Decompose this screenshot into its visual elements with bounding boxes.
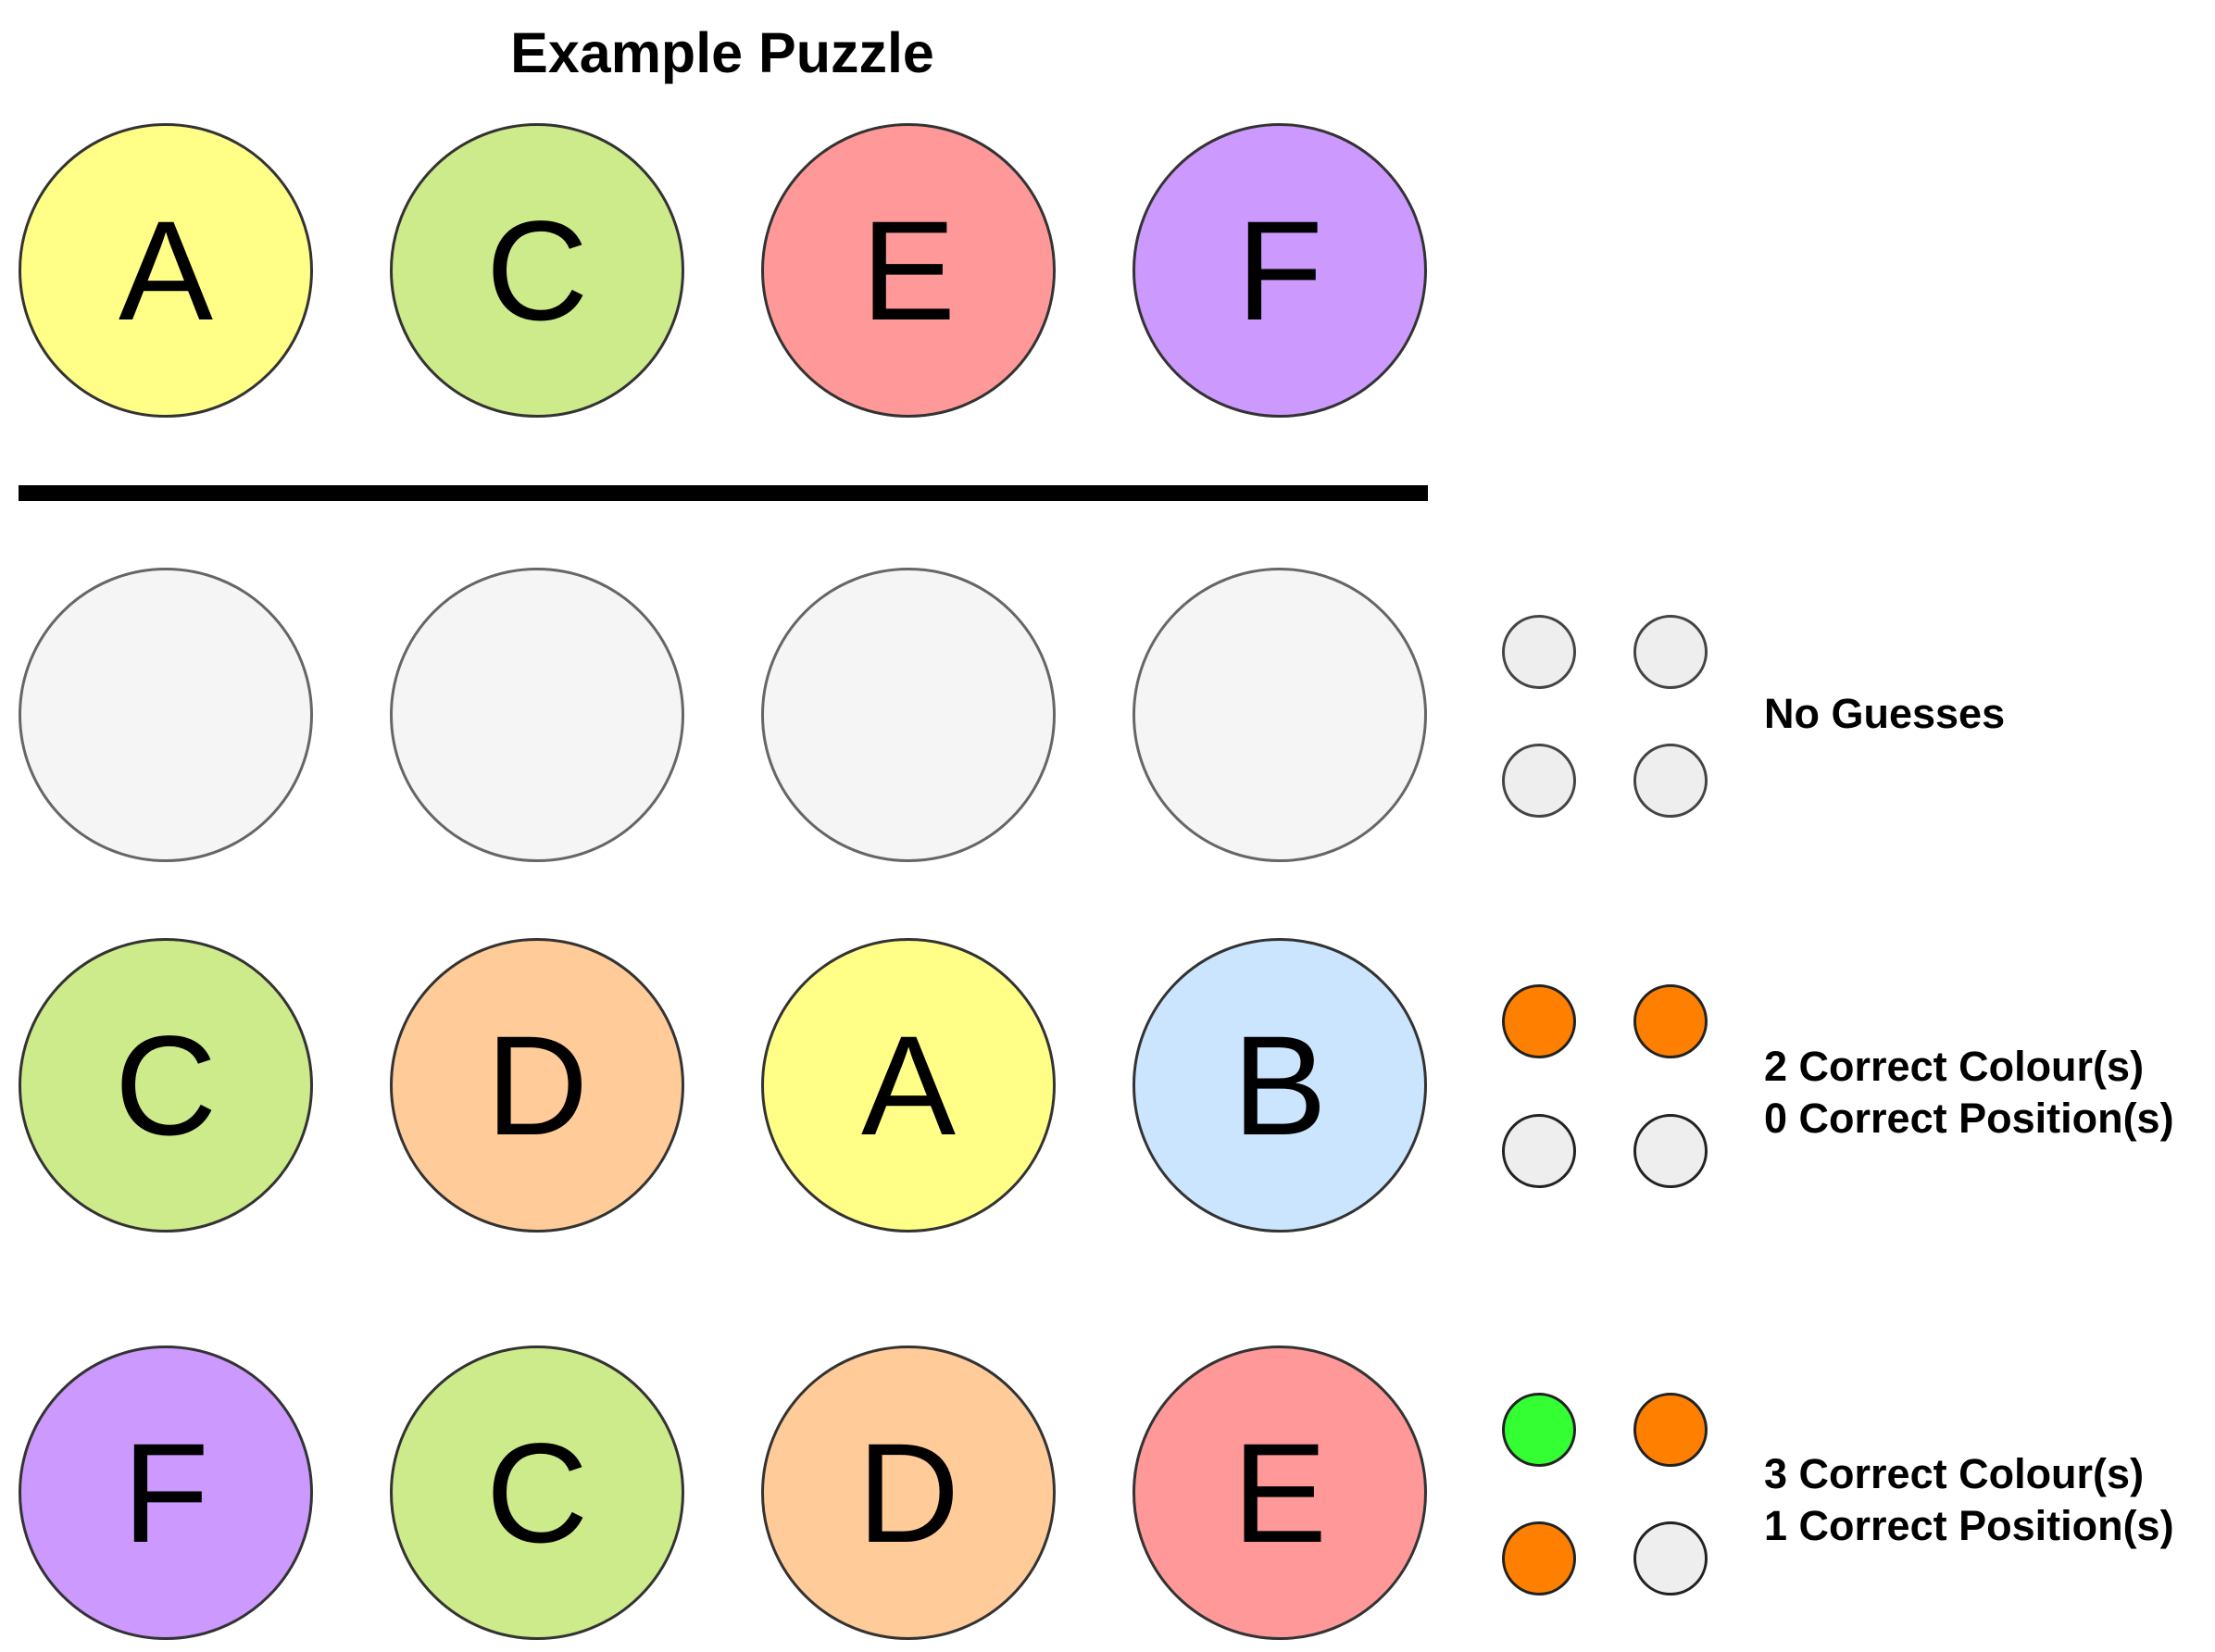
feedback-line: 3 Correct Colour(s) [1764,1450,2145,1497]
guess-1-feedback: No Guesses [1764,688,2005,740]
peg-letter: C [114,1006,218,1165]
guess-3-peg-1[interactable]: F [19,1345,313,1640]
guess-2-peg-2[interactable]: D [390,938,684,1233]
secret-peg-4: F [1133,123,1427,418]
secret-peg-3: E [761,123,1056,418]
peg-letter: D [485,1006,589,1165]
peg-letter: F [1236,191,1323,350]
guess-1-peg-1[interactable] [19,568,313,862]
secret-peg-2: C [390,123,684,418]
guess-3-peg-4[interactable]: E [1133,1345,1427,1640]
guess-2-peg-3[interactable]: A [761,938,1056,1233]
guess-3-peg-3[interactable]: D [761,1345,1056,1640]
peg-letter: C [485,1413,589,1572]
guess-2-key-peg-3 [1502,1114,1576,1188]
guess-3-feedback: 3 Correct Colour(s) 1 Correct Position(s… [1764,1448,2174,1552]
peg-letter: F [122,1413,209,1572]
feedback-line: 1 Correct Position(s) [1764,1502,2174,1549]
guess-1-peg-4[interactable] [1133,568,1427,862]
guess-2-key-peg-1 [1502,984,1576,1058]
guess-2-feedback: 2 Correct Colour(s) 0 Correct Position(s… [1764,1041,2174,1145]
guess-3-key-peg-1 [1502,1393,1576,1467]
guess-2-peg-1[interactable]: C [19,938,313,1233]
puzzle-title: Example Puzzle [510,21,934,84]
guess-1-key-peg-1 [1502,615,1576,689]
guess-3-peg-2[interactable]: C [390,1345,684,1640]
guess-3-key-peg-4 [1633,1521,1708,1596]
peg-letter: D [857,1413,960,1572]
guess-1-key-peg-4 [1633,744,1708,818]
secret-peg-1: A [19,123,313,418]
feedback-line: 2 Correct Colour(s) [1764,1043,2145,1090]
peg-letter: A [860,1006,957,1165]
guess-1-peg-3[interactable] [761,568,1056,862]
peg-letter: C [485,191,589,350]
peg-letter: A [118,191,214,350]
feedback-line: 0 Correct Position(s) [1764,1095,2174,1142]
guess-2-key-peg-2 [1633,984,1708,1058]
guess-2-key-peg-4 [1633,1114,1708,1188]
guess-3-key-peg-2 [1633,1393,1708,1467]
feedback-line: No Guesses [1764,690,2006,737]
peg-letter: E [1232,1413,1328,1572]
guess-2-peg-4[interactable]: B [1133,938,1427,1233]
guess-1-key-peg-3 [1502,744,1576,818]
divider-line [19,485,1428,501]
peg-letter: E [860,191,957,350]
guess-3-key-peg-3 [1502,1521,1576,1596]
guess-1-peg-2[interactable] [390,568,684,862]
peg-letter: B [1232,1006,1328,1165]
guess-1-key-peg-2 [1633,615,1708,689]
